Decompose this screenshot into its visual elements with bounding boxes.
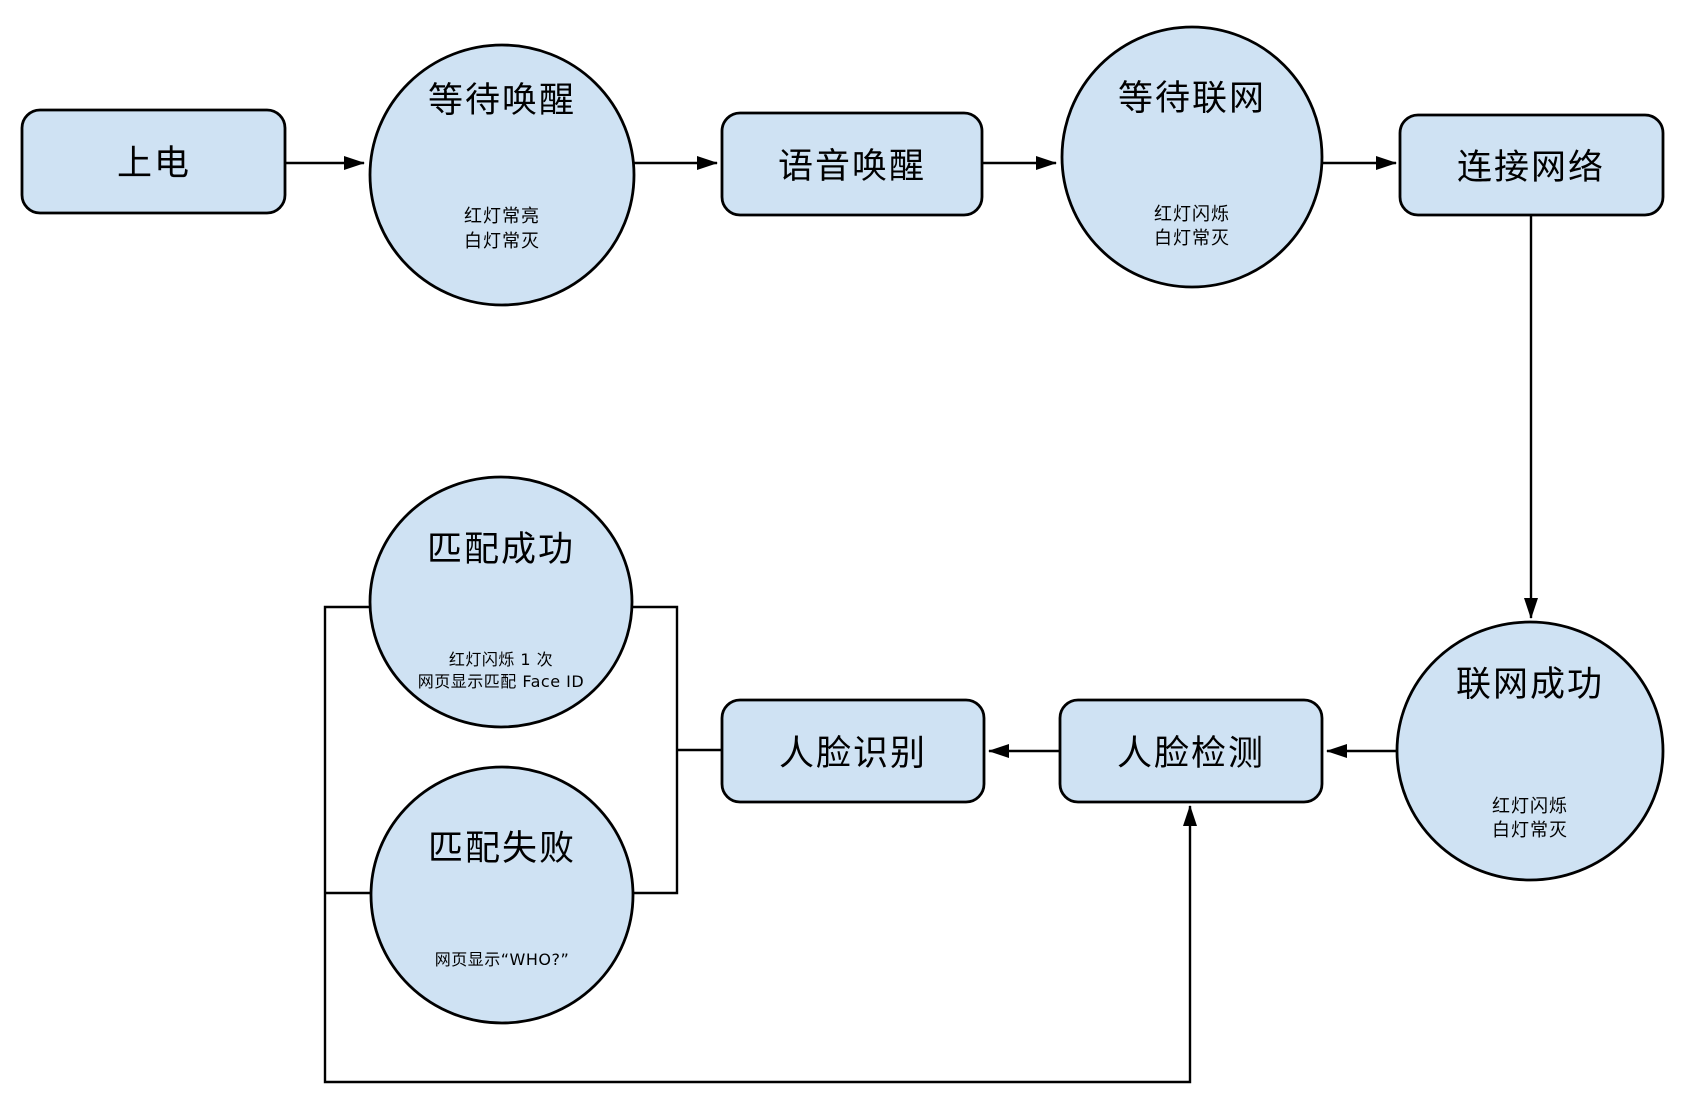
node-network-success: 联网成功 红灯闪烁 白灯常灭 — [1395, 620, 1665, 882]
wait-network-note-2: 白灯常灭 — [1154, 228, 1230, 249]
voice-wake-label: 语音唤醒 — [778, 147, 926, 187]
match-success-label: 匹配成功 — [427, 530, 575, 570]
power-on-box — [20, 108, 287, 215]
connect-network-label: 连接网络 — [1457, 148, 1605, 188]
network-success-note-2: 白灯常灭 — [1492, 820, 1568, 841]
face-recognize-label: 人脸识别 — [779, 734, 927, 774]
network-success-label: 联网成功 — [1456, 665, 1604, 705]
wait-network-note-1: 红灯闪烁 — [1154, 204, 1230, 225]
edge-loop-to-face-detect — [323, 605, 1197, 1084]
wait-wake-note-1: 红灯常亮 — [464, 206, 540, 227]
power-on-label: 上电 — [117, 144, 191, 184]
match-success-note-1: 红灯闪烁 1 次 — [449, 650, 553, 669]
node-connect-network: 连接网络 — [1398, 113, 1665, 217]
node-match-success: 匹配成功 红灯闪烁 1 次 网页显示匹配 Face ID — [368, 475, 634, 729]
network-success-note-1: 红灯闪烁 — [1492, 796, 1568, 817]
node-face-detect: 人脸检测 — [1058, 698, 1324, 804]
voice-wake-box — [720, 111, 984, 217]
face-detect-label: 人脸检测 — [1117, 734, 1265, 774]
connect-network-box — [1398, 113, 1665, 217]
face-recognize-box — [720, 698, 986, 804]
node-face-recognize: 人脸识别 — [720, 698, 986, 804]
face-detect-box — [1058, 698, 1324, 804]
wait-wake-note-2: 白灯常灭 — [464, 231, 540, 252]
node-wait-network: 等待联网 红灯闪烁 白灯常灭 — [1060, 25, 1324, 289]
node-power-on: 上电 — [20, 108, 287, 215]
match-fail-circle — [369, 765, 635, 1025]
wait-network-label: 等待联网 — [1118, 79, 1266, 119]
match-fail-note-1: 网页显示“WHO?” — [435, 950, 570, 969]
node-match-fail: 匹配失败 网页显示“WHO?” — [369, 765, 635, 1025]
wait-wake-circle — [368, 43, 636, 307]
wait-network-circle — [1060, 25, 1324, 289]
network-success-circle — [1395, 620, 1665, 882]
match-success-note-2: 网页显示匹配 Face ID — [418, 672, 584, 691]
wait-wake-label: 等待唤醒 — [428, 81, 576, 121]
match-success-circle — [368, 475, 634, 729]
node-wait-wake: 等待唤醒 红灯常亮 白灯常灭 — [368, 43, 636, 307]
match-fail-label: 匹配失败 — [428, 829, 576, 869]
node-voice-wake: 语音唤醒 — [720, 111, 984, 217]
